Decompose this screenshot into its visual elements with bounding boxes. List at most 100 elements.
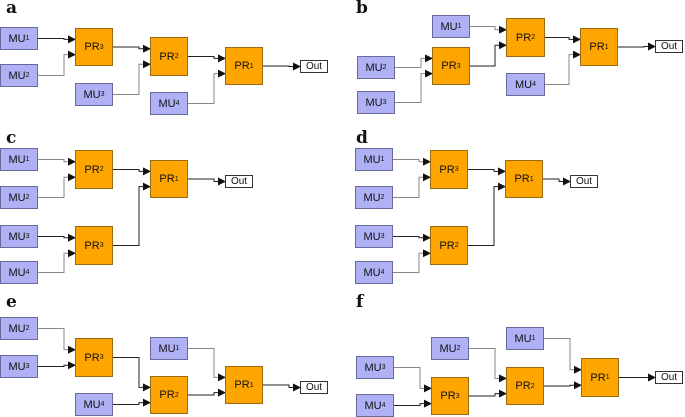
node-subscript: 2 — [454, 242, 459, 249]
node-subscript: 1 — [249, 62, 254, 70]
node-subscript: 2 — [456, 345, 461, 352]
node-text: PR — [159, 173, 175, 185]
node-subscript: 2 — [174, 391, 179, 399]
node-text: MU — [439, 342, 457, 355]
connector-pr2-to-pr1 — [188, 388, 226, 397]
node-subscript: 3 — [99, 354, 104, 361]
node-subscript: 2 — [530, 382, 535, 390]
node-subscript: 3 — [100, 91, 105, 98]
node-text: MU — [365, 61, 383, 74]
node-subscript: 3 — [25, 233, 30, 240]
node-subscript: 2 — [25, 194, 30, 201]
node-text: PR — [84, 41, 100, 53]
node-text: PR — [590, 371, 606, 384]
node-text: MU — [365, 96, 383, 109]
output-node: Out — [300, 60, 328, 73]
node-text: PR — [159, 50, 175, 63]
node-subscript: 3 — [381, 364, 386, 371]
connector-pr3-to-pr2 — [113, 357, 151, 392]
node-subscript: 2 — [174, 53, 179, 60]
node-text: MU — [8, 266, 26, 279]
node-text: MU — [514, 332, 532, 345]
connector-pr1-to-out — [188, 177, 226, 186]
connector-pr2-to-pr1 — [468, 182, 506, 246]
output-node: Out — [225, 175, 253, 188]
node-subscript: 1 — [380, 156, 385, 163]
connector-mu4-to-pr3 — [394, 399, 432, 408]
node-subscript: 1 — [25, 35, 30, 42]
node-subscript: 2 — [25, 72, 30, 79]
panel-label-e: e — [6, 292, 17, 312]
node-text: MU — [83, 398, 101, 411]
node-subscript: 4 — [100, 401, 105, 408]
node-text: MU — [158, 97, 176, 110]
node-text: MU — [8, 153, 26, 166]
connector-pr3-to-pr2 — [113, 44, 151, 53]
output-node: Out — [570, 175, 598, 188]
node-text: Out — [230, 176, 248, 187]
connector-pr3-to-pr2 — [469, 389, 507, 398]
connector-mu2-to-pr3 — [393, 173, 431, 198]
node-subscript: 1 — [604, 43, 609, 51]
node-text: MU — [8, 322, 26, 335]
node-subscript: 3 — [455, 392, 460, 400]
node-subscript: 3 — [99, 242, 104, 249]
connector-pr3-to-pr1 — [468, 167, 506, 176]
connector-mu2-to-pr3 — [395, 54, 433, 68]
node-text: MU — [440, 20, 458, 33]
connector-pr2-to-pr1 — [113, 167, 151, 176]
connector-pr1-to-out — [543, 177, 571, 186]
node-subscript: 1 — [249, 381, 254, 389]
node-text: PR — [439, 163, 455, 176]
node-subscript: 2 — [382, 64, 387, 71]
connector-mu1-to-pr3 — [393, 157, 431, 166]
node-text: MU — [8, 230, 26, 243]
node-subscript: 2 — [531, 34, 536, 41]
node-text: Out — [305, 382, 323, 393]
node-text: PR — [440, 390, 456, 402]
node-text: Out — [305, 61, 323, 72]
connector-pr3-to-pr1 — [113, 182, 151, 246]
node-text: MU — [8, 191, 26, 204]
connector-mu2-to-pr3 — [38, 328, 76, 354]
connector-mu4-to-pr1 — [545, 50, 581, 85]
connector-pr1-to-out — [263, 62, 301, 71]
connector-mu2-to-pr3 — [38, 50, 76, 76]
node-text: MU — [363, 230, 381, 243]
connector-mu1-to-pr1 — [188, 348, 226, 382]
node-text: PR — [514, 173, 530, 185]
connector-pr1-to-out — [618, 42, 656, 51]
node-text: Out — [575, 176, 593, 187]
connector-mu3-to-pr3 — [38, 361, 76, 370]
output-node: Out — [655, 371, 683, 384]
node-text: PR — [234, 60, 250, 72]
node-subscript: 1 — [531, 335, 536, 342]
connector-pr1-to-out — [263, 383, 301, 392]
